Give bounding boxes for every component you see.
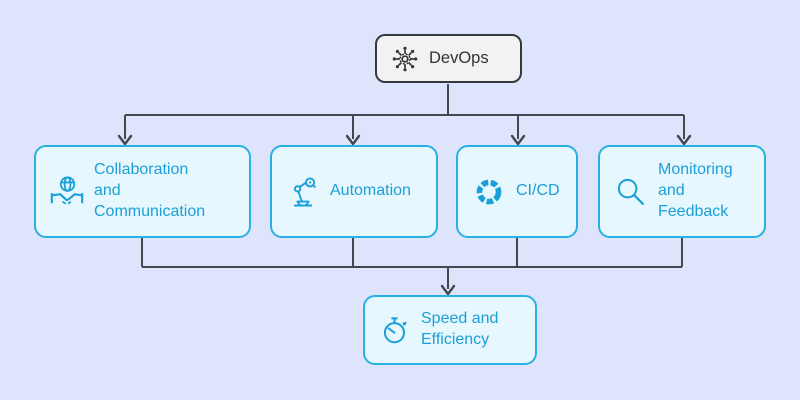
node-speed-label: Speed and Efficiency bbox=[421, 310, 499, 348]
node-monitoring-label: Monitoring and Feedback bbox=[658, 161, 733, 220]
node-speed: Speed and Efficiency bbox=[363, 295, 537, 365]
cycle-icon bbox=[471, 174, 507, 210]
node-devops: DevOps bbox=[375, 34, 522, 83]
arrowhead-cicd bbox=[510, 134, 526, 146]
node-automation-label: Automation bbox=[330, 182, 411, 200]
robot-arm-icon bbox=[285, 174, 321, 210]
hub-icon bbox=[392, 46, 418, 71]
arrowhead-collaboration bbox=[117, 134, 133, 146]
node-collaboration-label: Collaboration and Communication bbox=[94, 161, 206, 220]
edge-lines bbox=[124, 84, 685, 289]
arrowhead-monitoring bbox=[676, 134, 692, 146]
node-collaboration: Collaboration and Communication bbox=[34, 145, 251, 238]
node-cicd: CI/CD bbox=[456, 145, 578, 238]
stopwatch-icon bbox=[378, 313, 412, 347]
node-monitoring: Monitoring and Feedback bbox=[598, 145, 766, 238]
node-cicd-label: CI/CD bbox=[516, 182, 560, 200]
arrowhead-speed bbox=[440, 284, 456, 296]
node-automation: Automation bbox=[270, 145, 438, 238]
node-devops-label: DevOps bbox=[429, 48, 489, 67]
handshake-globe-icon bbox=[49, 174, 85, 210]
arrowhead-automation bbox=[345, 134, 361, 146]
magnifier-icon bbox=[613, 174, 649, 210]
